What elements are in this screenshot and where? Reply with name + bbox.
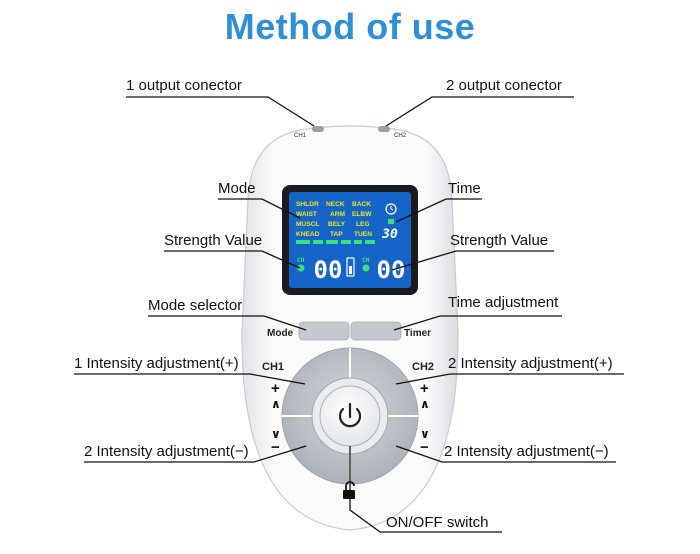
ch1-down-icon: ∨ [271,427,281,441]
label-strength-right: Strength Value [450,232,549,249]
ch2-output-jack [378,126,390,132]
label-mode-selector: Mode selector [148,297,243,314]
label-intensity2-plus: 2 Intensity adjustment(+) [448,355,613,372]
ch2-port-label: CH2 [394,133,407,139]
label-time: Time [448,180,481,197]
label-intensity2-minus-right: 2 Intensity adjustment(−) [444,443,609,460]
svg-text:BACK: BACK [352,201,371,208]
svg-text:ARM: ARM [330,211,346,218]
label-output-connector-1: 1 output conector [126,77,242,94]
label-mode: Mode [218,180,256,197]
ch2-up-icon: ∧ [420,397,430,411]
label-intensity1-plus: 1 Intensity adjustment(+) [74,355,239,372]
timer-button-label: Timer [404,328,431,339]
lcd-ch1-value: 00 [314,256,343,284]
mode-button-label: Mode [267,328,294,339]
ch2-label: CH2 [412,361,434,373]
ch2-down-icon: ∨ [420,427,430,441]
mode-button[interactable] [298,321,350,341]
svg-text:ELBW: ELBW [352,211,372,218]
svg-text:MUSCL: MUSCL [296,221,319,228]
ch2-plus-icon: + [420,380,429,397]
svg-text:−: − [420,439,429,456]
label-output-connector-2: 2 output conector [446,77,562,94]
label-strength-left: Strength Value [164,232,263,249]
svg-text:−: − [271,439,280,456]
lcd-mode-grid: SHLDR NECK BACK WAIST ARM ELBW MUSCL BEL… [296,201,372,238]
svg-text:BELY: BELY [328,221,346,228]
lcd-ch2-tag: CH [362,257,370,264]
svg-text:SHLDR: SHLDR [296,201,319,208]
lcd-ch2-value: 00 [377,256,406,284]
ch1-port-label: CH1 [294,133,307,139]
lcd-clock-icon [385,203,397,215]
svg-text:LEG: LEG [356,221,370,228]
timer-button[interactable] [350,321,402,341]
leader-lines [74,96,624,533]
ch1-label: CH1 [262,361,284,373]
svg-text:KNEAD: KNEAD [296,231,320,238]
label-intensity2-minus-left: 2 Intensity adjustment(−) [84,443,249,460]
lcd-wave-icons [296,240,375,244]
ch1-up-icon: ∧ [271,397,281,411]
lcd-time-value: 30 [381,227,398,242]
lcd-ch1-tag: CH [297,257,305,264]
unlock-icon [343,481,355,499]
ch1-output-jack [312,126,324,132]
ch1-plus-icon: + [271,380,280,397]
svg-text:WAIST: WAIST [296,211,317,218]
power-icon [338,402,362,428]
label-on-off-switch: ON/OFF switch [386,514,489,531]
page-title: Method of use [224,6,476,47]
svg-text:TAP: TAP [330,231,343,238]
label-time-adjustment: Time adjustment [448,294,559,311]
svg-text:TUEN: TUEN [354,231,372,238]
lcd-battery-icon [346,257,355,277]
svg-text:NECK: NECK [326,201,345,208]
